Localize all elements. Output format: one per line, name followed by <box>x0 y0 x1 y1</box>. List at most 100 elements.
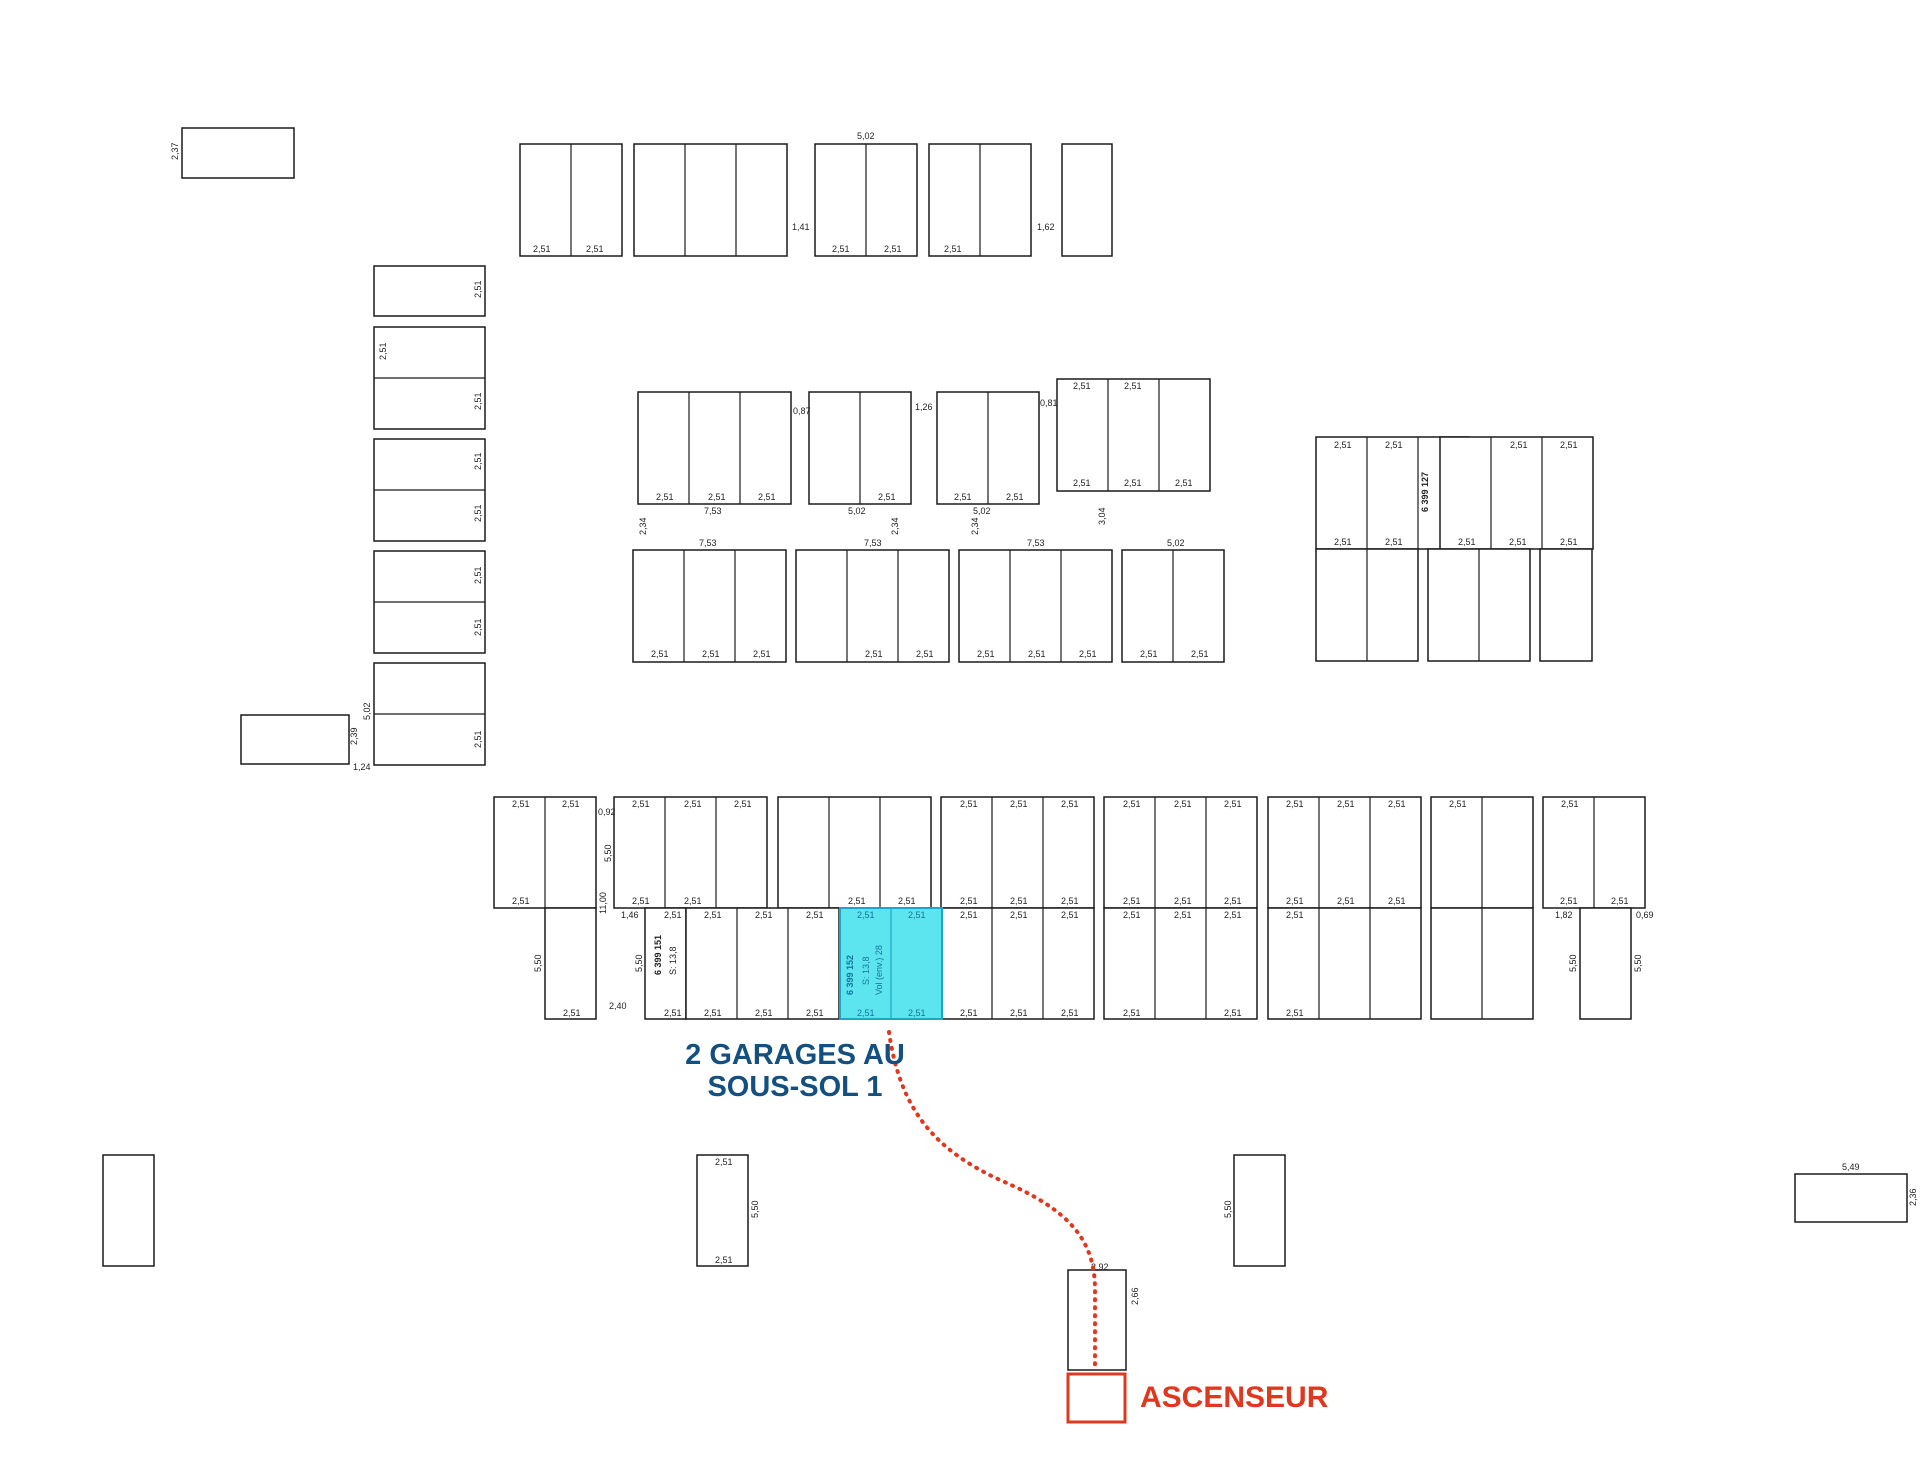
dim-label: 2,51 <box>1388 896 1406 906</box>
dim-label: 5,49 <box>1842 1162 1860 1172</box>
dim-label: 2,51 <box>1224 1008 1242 1018</box>
dim-label: 2,51 <box>632 896 650 906</box>
dim-label: 2,51 <box>1079 649 1097 659</box>
dim-label: 2,51 <box>562 799 580 809</box>
garage-column-left: 2,51 2,51 2,51 2,51 2,51 2,51 2,51 2,51 … <box>240 265 486 772</box>
dim-label: 2,51 <box>960 896 978 906</box>
dim-label: 5,50 <box>533 954 543 972</box>
dim-label: 2,51 <box>1010 799 1028 809</box>
dim-label: 2,51 <box>1334 537 1352 547</box>
dim-label: 5,02 <box>973 506 991 516</box>
dim-label: 7,53 <box>1027 538 1045 548</box>
dim-label: 2,51 <box>708 492 726 502</box>
dim-label: 2,51 <box>1174 896 1192 906</box>
dim-label: 7,53 <box>699 538 717 548</box>
dim-label: 2,51 <box>1560 537 1578 547</box>
dim-label: 5,50 <box>750 1200 760 1218</box>
garage-row-bottom-lower: 1,46 1,82 0,69 5,50 5,50 5,50 5,50 2,40 … <box>533 907 1654 1020</box>
dim-label: 2,51 <box>512 799 530 809</box>
dim-label: 2,40 <box>609 1001 627 1011</box>
dim-label: 2,51 <box>1286 799 1304 809</box>
lot-number: 6 399 151 <box>653 935 663 975</box>
dim-label: 2,51 <box>1561 799 1579 809</box>
dim-label: 2,51 <box>1224 910 1242 920</box>
dim-label: 5,50 <box>603 844 613 862</box>
dim-label: 2,51 <box>684 896 702 906</box>
highlight-dim: 2,51 <box>908 1008 926 1018</box>
dim-label: 2,51 <box>473 280 483 298</box>
garages-callout: 2 GARAGES AU SOUS-SOL 1 <box>685 1039 905 1103</box>
dim-label: 2,51 <box>954 492 972 502</box>
dim-label: 7,53 <box>704 506 722 516</box>
dim-label: 2,51 <box>1061 799 1079 809</box>
route-dotted-line <box>887 1030 1097 1370</box>
dim-label: 2,51 <box>715 1255 733 1265</box>
dim-label: 2,51 <box>473 452 483 470</box>
elevator-marker: ASCENSEUR <box>1066 1372 1329 1424</box>
highlight-dim: 2,51 <box>857 910 875 920</box>
dim-label: 2,51 <box>758 492 776 502</box>
dim-label: 2,51 <box>1334 440 1352 450</box>
highlight-area: S: 13,8 <box>861 956 871 985</box>
highlighted-garages[interactable]: 2,51 2,51 2,51 2,51 6 399 152 S: 13,8 Vo… <box>839 907 943 1020</box>
dim-label: 2,51 <box>1061 1008 1079 1018</box>
storage-box-top-left: 2,37 <box>170 127 295 179</box>
dim-label: 2,51 <box>1174 799 1192 809</box>
highlight-dim: 2,51 <box>857 1008 875 1018</box>
dim-label: 2,39 <box>349 727 359 745</box>
dim-label: 1,82 <box>1555 910 1573 920</box>
dim-label: 2,51 <box>664 910 682 920</box>
dim-label: 2,51 <box>1123 799 1141 809</box>
dim-label: 7,53 <box>864 538 882 548</box>
dim-label: 2,51 <box>1286 896 1304 906</box>
dim-label: 1,41 <box>792 222 810 232</box>
dim-label: 2,51 <box>1124 381 1142 391</box>
dim-label: 1,26 <box>915 402 933 412</box>
dim-label: 2,51 <box>755 1008 773 1018</box>
garage-row-middle-lower: 7,53 7,53 7,53 5,02 2,34 2,34 2,34 3,04 … <box>632 507 1225 663</box>
dim-label: 2,66 <box>1130 1287 1140 1305</box>
dim-label: 2,51 <box>878 492 896 502</box>
dim-label: 2,51 <box>1175 478 1193 488</box>
dim-label: 2,51 <box>806 910 824 920</box>
dim-label: 2,51 <box>1337 799 1355 809</box>
dim-label: 2,51 <box>916 649 934 659</box>
callout-line-2: SOUS-SOL 1 <box>707 1071 882 1103</box>
dim-label: 2,51 <box>704 910 722 920</box>
dim-label: 5,50 <box>1633 954 1643 972</box>
dim-label: 2,51 <box>702 649 720 659</box>
dim-label: 2,51 <box>664 1008 682 1018</box>
garage-block-right: 6 399 127 2,51 2,51 2,51 2,51 2,51 2,51 … <box>1315 436 1594 662</box>
dim-label: 2,51 <box>898 896 916 906</box>
dim-label: 2,51 <box>1509 537 1527 547</box>
dim-label: 2,34 <box>890 517 900 535</box>
elevator-icon <box>1066 1372 1127 1424</box>
dim-label: 2,51 <box>755 910 773 920</box>
dim-label: 2,51 <box>865 649 883 659</box>
garage-row-top: 5,02 1,41 1,62 2,51 2,51 2,51 2,51 2,51 <box>519 131 1113 257</box>
dim-label: 5,50 <box>1568 954 1578 972</box>
dim-label: 2,34 <box>638 517 648 535</box>
elevator-label: ASCENSEUR <box>1140 1381 1329 1414</box>
dim-label: 2,51 <box>473 730 483 748</box>
dim-label: 2,51 <box>656 492 674 502</box>
dim-label: 2,51 <box>378 342 388 360</box>
dim-label: 2,51 <box>1449 799 1467 809</box>
dim-label: 2,37 <box>170 142 180 160</box>
dim-label: 5,02 <box>362 702 372 720</box>
dim-label: 0,69 <box>1636 910 1654 920</box>
dim-label: 5,02 <box>848 506 866 516</box>
dim-label: 2,51 <box>1224 799 1242 809</box>
dim-label: 5,02 <box>857 131 875 141</box>
dim-label: 2,51 <box>734 799 752 809</box>
lot-number: 6 399 127 <box>1420 472 1430 512</box>
dim-label: 2,51 <box>1061 910 1079 920</box>
dim-label: 3,04 <box>1097 507 1107 525</box>
dim-label: 2,51 <box>1560 440 1578 450</box>
dim-label: 2,51 <box>1073 381 1091 391</box>
dim-label: 1,24 <box>353 762 371 772</box>
dim-label: 2,36 <box>1908 1188 1918 1206</box>
dim-label: 2,51 <box>1010 1008 1028 1018</box>
dim-label: 2,51 <box>586 244 604 254</box>
